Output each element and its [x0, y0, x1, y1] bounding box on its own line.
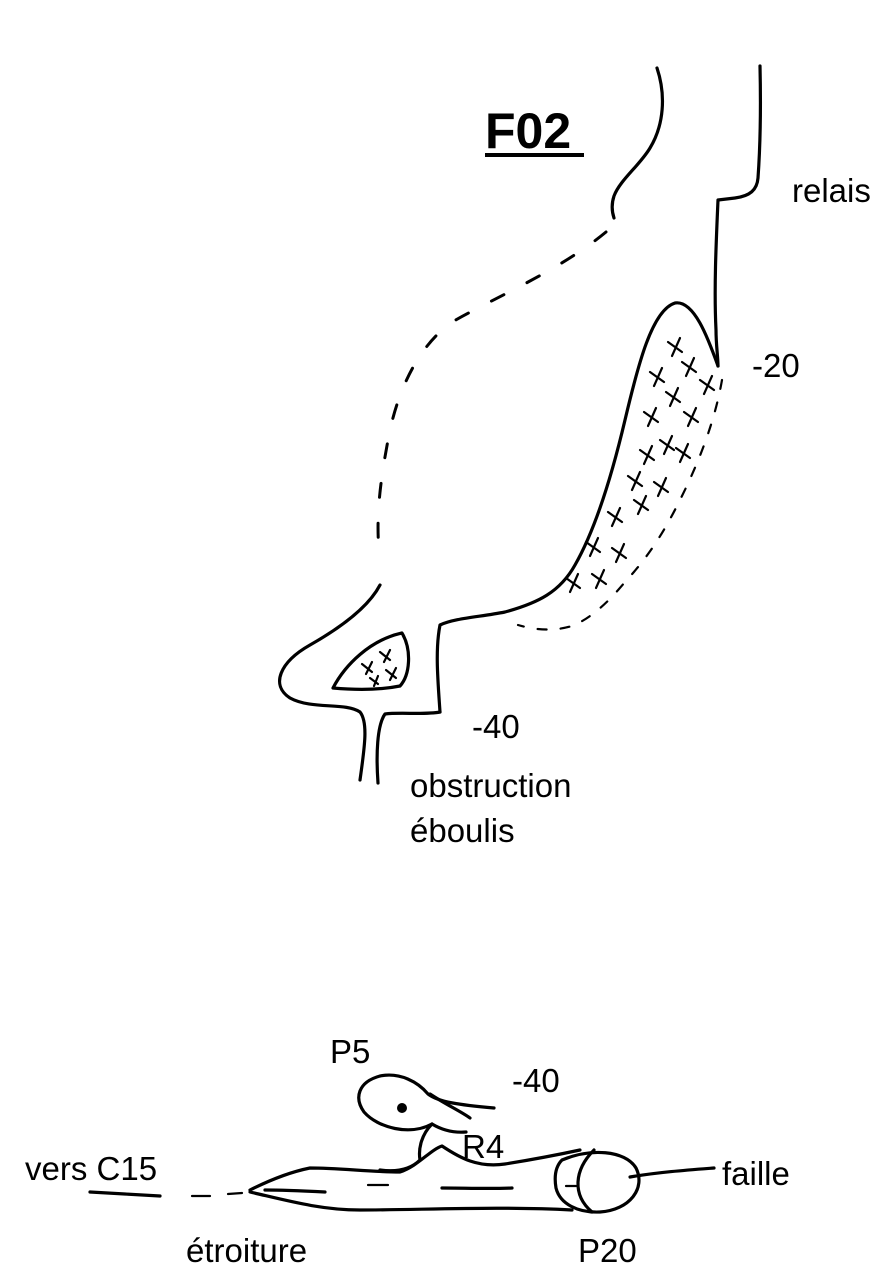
- boulder-pile: [331, 631, 411, 691]
- shaft-left-wall: [610, 66, 665, 220]
- plan-view: P5 -40 R4 vers C15 faille étroiture P20: [25, 1033, 790, 1269]
- gallery-lower-wall: [248, 1190, 574, 1212]
- fault-line: [628, 1166, 716, 1179]
- gallery-upper-wall: [248, 1144, 582, 1192]
- title-group: F02: [485, 103, 584, 159]
- scree-crosses: [564, 336, 716, 594]
- label-faille: faille: [722, 1155, 790, 1192]
- gallery-floor-line-1: [263, 1188, 327, 1194]
- bottom-chamber-wall: [278, 583, 382, 782]
- label-p5: P5: [330, 1033, 370, 1070]
- dashed-upper-wall: [376, 230, 608, 562]
- label-etroiture: étroiture: [186, 1232, 307, 1269]
- label-vers-c15: vers C15: [25, 1150, 157, 1187]
- bottom-shaft-right: [375, 710, 442, 785]
- label-relais: relais: [792, 172, 871, 209]
- p5-center-mark: [397, 1103, 407, 1113]
- label-p20: P20: [578, 1232, 637, 1269]
- boulder-pile-crosses: [360, 648, 398, 688]
- shaft-right-wall: [713, 64, 762, 368]
- p20-inner-arc: [576, 1148, 596, 1214]
- scree-slope-boundary: [435, 301, 720, 714]
- label-plan-depth-40: -40: [512, 1062, 560, 1099]
- p5-to-r4-passage: [378, 1092, 472, 1173]
- sketch-title: F02: [485, 103, 571, 159]
- vertical-profile: relais -20 -40 obstruction éboulis: [278, 64, 871, 849]
- p20-shaft-outline: [553, 1150, 641, 1214]
- label-depth-20: -20: [752, 347, 800, 384]
- label-depth-40: -40: [472, 708, 520, 745]
- label-obstruction: obstruction: [410, 767, 571, 804]
- label-eboulis: éboulis: [410, 812, 515, 849]
- label-r4: R4: [462, 1128, 504, 1165]
- c15-connection-solid: [88, 1190, 162, 1198]
- c15-connection-dash-2: [226, 1191, 244, 1196]
- p5-shaft-outline: [357, 1073, 496, 1132]
- scree-dashed-edge: [516, 378, 724, 631]
